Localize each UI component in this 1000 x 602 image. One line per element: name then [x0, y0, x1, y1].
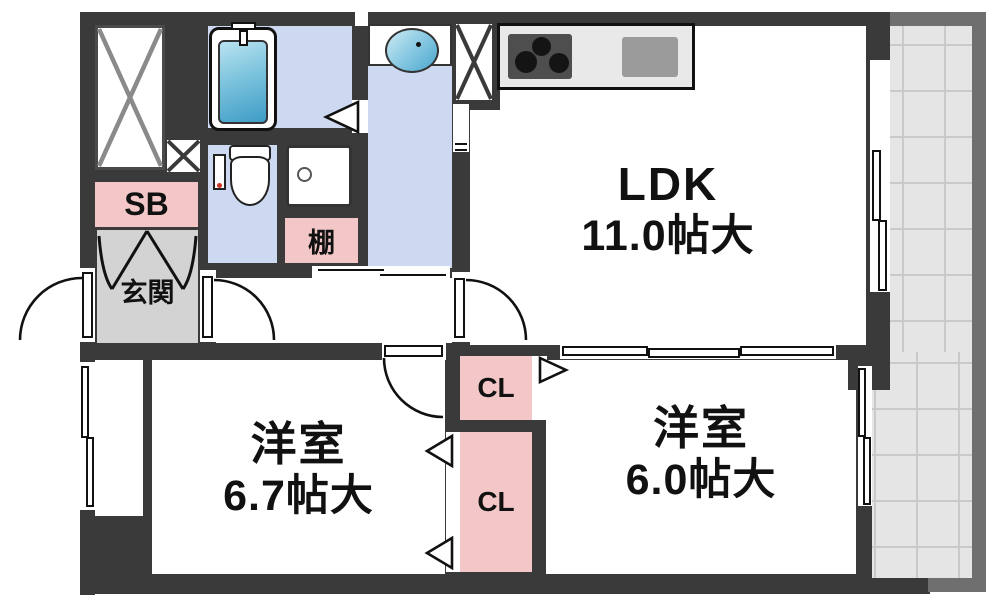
ldk-sliding-panel-1: [562, 346, 648, 356]
bedroom-left-label: 洋室 6.7帖大: [152, 408, 445, 530]
toilet-panel-light: [217, 183, 222, 188]
washroom-sliding-door-line1: [318, 269, 384, 271]
hallway-floor: [216, 278, 452, 343]
bedroom-left-window-pane2: [86, 437, 94, 507]
bedroom-right-floor: [546, 360, 856, 574]
shaft-box-small: [167, 140, 200, 172]
closet-bottom-door-strip: [446, 432, 460, 572]
ldk-area: 11.0帖大: [581, 211, 755, 260]
washroom-side-opening-tick: [455, 143, 467, 145]
shaft-box-kitchen: [456, 24, 492, 100]
balcony-border-top: [890, 12, 986, 26]
washing-machine-drain: [297, 167, 312, 182]
bedroom-left-area: 6.7帖大: [223, 471, 374, 520]
pillar-bottom-left: [80, 516, 152, 592]
bedroom-left-door-leaf: [384, 345, 443, 357]
closet-bottom-label: CL: [477, 486, 515, 517]
hall-door-leaf: [202, 276, 213, 338]
stove-burner-left: [515, 51, 537, 73]
bathroom-door-opening: [352, 100, 368, 133]
bedroom-right-window-pane1: [858, 368, 866, 437]
closet-top-box: [460, 356, 532, 420]
bedroom-left-window-pane1: [81, 366, 89, 438]
ldk-balcony-window-pane2: [878, 220, 887, 291]
kitchen-sink: [622, 37, 678, 77]
ldk-balcony-window-pane1: [872, 150, 881, 221]
bedroom-right-name: 洋室: [653, 401, 749, 454]
top-wall-notch: [355, 12, 368, 26]
shoe-box-label: SB: [124, 186, 169, 222]
closet-bottom-box: [460, 432, 532, 572]
ldk-name: LDK: [617, 157, 719, 210]
toilet-bowl: [230, 156, 270, 206]
ldk-sliding-panel-3: [740, 346, 834, 356]
bedroom-right-area: 6.0帖大: [625, 455, 777, 504]
entrance-label: 玄関: [120, 277, 175, 308]
bedroom-left-alcove: [95, 360, 143, 516]
bathtub-faucet-bar: [231, 22, 256, 30]
shelf-label: 棚: [308, 228, 335, 258]
bedroom-left-name: 洋室: [250, 417, 347, 470]
shoe-box: [95, 182, 198, 227]
washbasin-bowl: [385, 28, 439, 73]
entrance-door-leaf: [82, 272, 93, 338]
bedroom-right-window-pane2: [863, 437, 871, 505]
bathtub-faucet-stem: [239, 30, 248, 46]
closet-top-label: CL: [477, 372, 515, 403]
toilet-control-panel: [213, 154, 226, 190]
ldk-sliding-panel-2: [648, 348, 740, 358]
washing-machine-pan: [286, 145, 352, 207]
washroom-side-opening-tick2: [455, 149, 467, 151]
washbasin-drain: [416, 42, 421, 47]
balcony-border-bottom: [928, 578, 986, 592]
closet-top-door-strip: [532, 356, 547, 420]
ldk-label: LDK 11.0帖大: [470, 148, 866, 270]
bathtub-inner: [218, 40, 268, 124]
bedroom-right-label: 洋室 6.0帖大: [546, 392, 856, 514]
stove-burner-right: [549, 53, 569, 73]
washroom-sliding-door-line2: [380, 274, 446, 276]
washroom-side-opening: [453, 104, 469, 152]
balcony-border-right: [972, 12, 986, 592]
balcony-floor-upper: [890, 26, 972, 352]
shelf-box: [285, 218, 358, 263]
ldk-door-leaf: [454, 278, 465, 338]
entrance-door-arc: [18, 276, 83, 341]
stove-burner-top: [532, 37, 551, 56]
shaft-box-large: [95, 25, 165, 170]
